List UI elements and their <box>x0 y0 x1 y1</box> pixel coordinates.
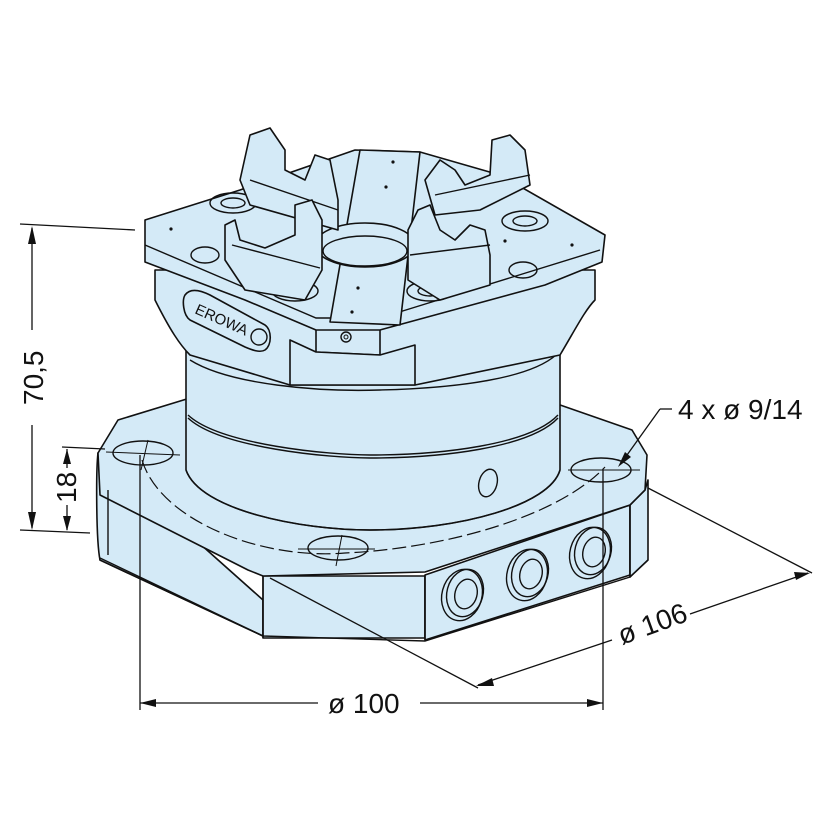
jaw-front-right <box>407 204 491 301</box>
center-bore <box>314 222 416 268</box>
jaw-front-left <box>224 199 323 301</box>
dim-base-height-label: 18 <box>51 472 82 503</box>
dimension-diagonal-width <box>269 487 813 689</box>
cylinder-body <box>185 349 561 531</box>
chuck-head: EROWA <box>144 127 606 386</box>
jaw-back-right <box>424 134 531 216</box>
side-ports <box>440 526 613 622</box>
dim-overall-height-label: 70,5 <box>18 351 49 406</box>
dimension-base-height <box>61 446 106 531</box>
dimension-overall-height <box>19 223 136 534</box>
mount-hole-front <box>307 535 369 561</box>
dimension-holes-leader <box>618 408 672 467</box>
dim-diagonal-label: ø 106 <box>613 597 691 651</box>
body-pin-hole <box>477 468 499 498</box>
dim-bolt-circle-label: ø 100 <box>328 688 400 719</box>
dim-holes-label: 4 x ø 9/14 <box>678 394 803 425</box>
mount-hole-left <box>112 440 174 466</box>
erowa-logo-plate: EROWA <box>182 289 272 353</box>
dimension-bolt-circle <box>139 455 604 710</box>
